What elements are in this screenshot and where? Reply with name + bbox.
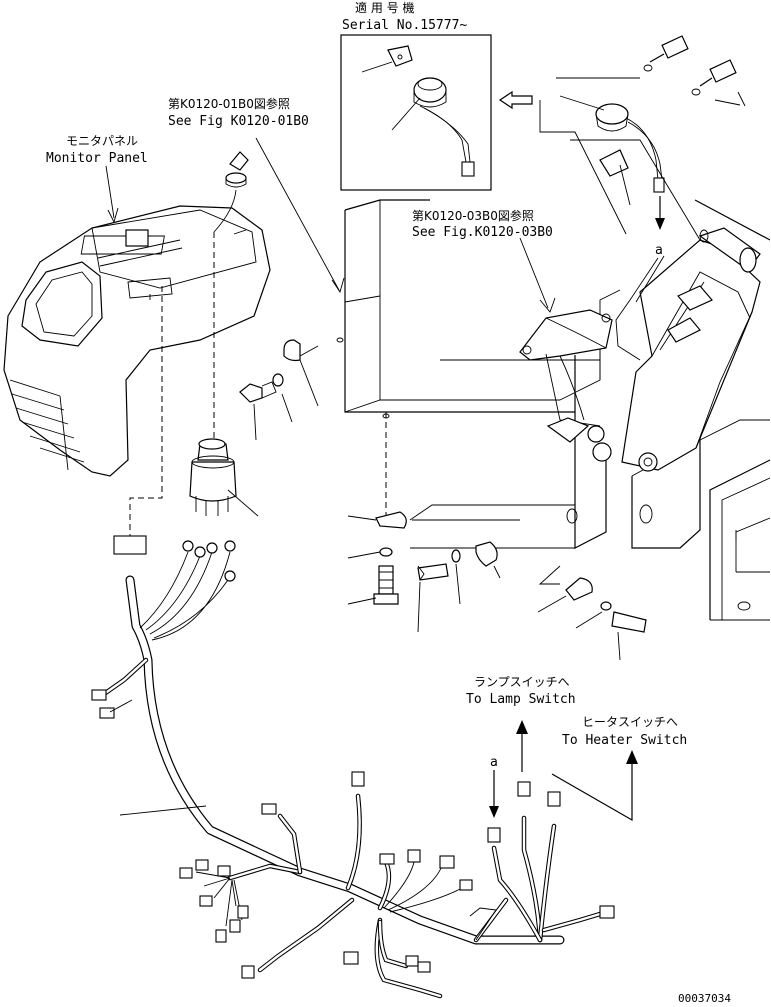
inset-arrow xyxy=(498,90,533,110)
fig01-label-jp: 第K0120-01B0図参照 xyxy=(168,96,290,111)
buzzer xyxy=(595,103,629,125)
monitor-label-en: Monitor Panel xyxy=(46,151,148,166)
ref-a-top: a xyxy=(655,243,663,258)
heater-label-en: To Heater Switch xyxy=(562,733,687,748)
bolt-top-2 xyxy=(691,59,737,96)
fig03-bracket xyxy=(519,237,665,462)
inset-bracket xyxy=(387,45,413,67)
inset-connector xyxy=(461,161,475,177)
serial-inset xyxy=(340,34,492,191)
buzzer-connector xyxy=(653,177,665,193)
upper-right-detail: a xyxy=(498,35,746,258)
cab-frame xyxy=(344,199,771,621)
pivot-pin xyxy=(638,452,658,472)
inset-frame xyxy=(340,34,492,191)
monitor-leader xyxy=(105,165,115,219)
monitor-dash xyxy=(129,286,163,536)
fig01-label-en: See Fig K0120-01B0 xyxy=(168,114,309,129)
fig03-label-jp: 第K0120-03B0図参照 xyxy=(412,208,534,223)
wire-harness xyxy=(91,540,615,999)
fasteners xyxy=(239,337,647,661)
ref-a-bottom: a xyxy=(490,755,498,770)
lever-assembly xyxy=(621,227,761,472)
serial-label-en: Serial No.15777~ xyxy=(342,18,467,33)
routing-arrows: a xyxy=(489,720,638,822)
lamp-label-en: To Lamp Switch xyxy=(466,692,576,707)
monitor-panel xyxy=(3,205,271,477)
key xyxy=(229,151,249,171)
serial-label-jp: 適 用 号 機 xyxy=(355,0,414,15)
fig01-leader xyxy=(255,137,341,293)
key-switch-body xyxy=(189,461,237,502)
key-switch xyxy=(189,151,259,517)
drawing-number: 00037034 xyxy=(678,992,731,1005)
bolt-top-1 xyxy=(643,35,689,72)
heater-label-jp: ヒータスイッチへ xyxy=(582,715,678,729)
fig03-label-en: See Fig.K0120-03B0 xyxy=(412,225,553,240)
buzzer-bracket xyxy=(599,149,629,177)
monitor-label-jp: モニタパネル xyxy=(66,134,138,148)
monitor-connector xyxy=(113,535,147,555)
lamp-label-jp: ランプスイッチへ xyxy=(474,675,570,689)
